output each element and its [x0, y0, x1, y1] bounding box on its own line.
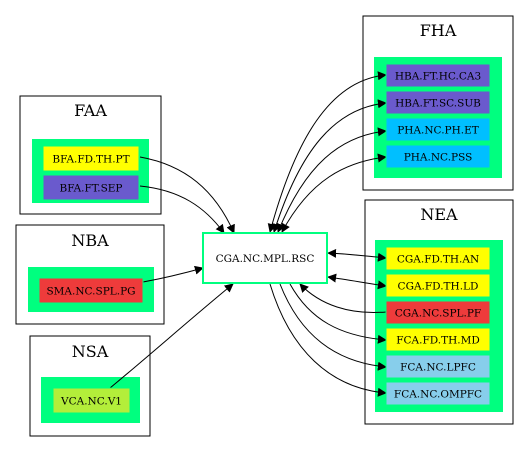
nea-node-box — [385, 273, 491, 298]
cluster-nsa-title: NSA — [72, 342, 109, 361]
nba-node-label: SMA.NC.SPL.PG — [46, 286, 135, 298]
nba-nodes: SMA.NC.SPL.PG — [38, 277, 144, 304]
faa-nodes: BFA.FD.TH.PT BFA.FT.SEP — [42, 145, 140, 201]
edge-vca-nc-v1-to-center — [109, 283, 234, 389]
fha-node[interactable]: HBA.FT.SC.SUB — [385, 90, 491, 115]
nea-node-label: FCA.FD.TH.MD — [396, 335, 480, 347]
nea-node-label: FCA.NC.OMPFC — [394, 389, 482, 401]
fha-node-label: PHA.NC.PSS — [404, 152, 473, 164]
faa-node[interactable]: BFA.FT.SEP — [42, 174, 140, 201]
fha-node[interactable]: PHA.NC.PH.ET — [385, 117, 491, 142]
fha-node-label: HBA.FT.HC.CA3 — [395, 71, 481, 83]
edge-center-pha-nc-pss — [281, 153, 387, 233]
edge-bfa-ft-sep-to-center — [139, 185, 225, 234]
faa-node-label: BFA.FT.SEP — [59, 183, 122, 195]
faa-node-label: BFA.FD.TH.PT — [52, 154, 129, 166]
edge-center-to-fca-fd-th-md — [289, 283, 387, 344]
edge-bfa-fd-th-pt-to-center — [139, 156, 235, 234]
edge-sma-nc-spl-pg-to-center — [142, 265, 204, 283]
nea-node[interactable]: FCA.FD.TH.MD — [385, 327, 491, 352]
nea-node-box — [385, 300, 491, 325]
nsa-node[interactable]: VCA.NC.V1 — [52, 387, 131, 414]
nea-node[interactable]: FCA.NC.OMPFC — [385, 381, 491, 406]
fha-node-box — [385, 117, 491, 142]
faa-node-box — [42, 145, 140, 172]
edge-center-to-fca-nc-lpfc — [279, 283, 387, 371]
cluster-nea-title: NEA — [420, 205, 458, 224]
fha-node-label: PHA.NC.PH.ET — [397, 125, 479, 137]
edges — [109, 71, 387, 397]
edge-center-cga-fd-th-an — [327, 248, 387, 262]
cluster-nba-title: NBA — [71, 231, 109, 250]
nea-node-label: CGA.FD.TH.LD — [398, 281, 479, 293]
edge-center-cga-fd-th-ld — [327, 273, 387, 290]
fha-node-box — [385, 90, 491, 115]
edge-cga-nc-spl-pf-to-center — [299, 283, 387, 314]
nea-node-box — [385, 246, 491, 271]
nea-node[interactable]: CGA.FD.TH.AN — [385, 246, 491, 271]
nea-node-label: CGA.FD.TH.AN — [397, 254, 479, 266]
nea-node[interactable]: CGA.FD.TH.LD — [385, 273, 491, 298]
fha-node[interactable]: HBA.FT.HC.CA3 — [385, 63, 491, 88]
fha-node[interactable]: PHA.NC.PSS — [385, 144, 491, 169]
center-node-label: CGA.NC.MPL.RSC — [216, 253, 315, 265]
fha-node-label: HBA.FT.SC.SUB — [395, 98, 481, 110]
nea-nodes: CGA.FD.TH.AN CGA.FD.TH.LD CGA.NC.SPL.PF FCA… — [385, 246, 491, 406]
nea-node-label: FCA.NC.LPFC — [400, 362, 476, 374]
nsa-node-box — [52, 387, 131, 414]
nea-node[interactable]: CGA.NC.SPL.PF — [385, 300, 491, 325]
fha-node-box — [385, 144, 491, 169]
nsa-nodes: VCA.NC.V1 — [52, 387, 131, 414]
nba-node[interactable]: SMA.NC.SPL.PG — [38, 277, 144, 304]
cluster-nba: NBA — [15, 224, 165, 325]
nea-node-box — [385, 327, 491, 352]
faa-node-box — [42, 174, 140, 201]
nsa-node-label: VCA.NC.V1 — [60, 396, 122, 408]
nea-node-box — [385, 354, 491, 379]
faa-node[interactable]: BFA.FD.TH.PT — [42, 145, 140, 172]
fha-node-box — [385, 63, 491, 88]
cluster-nsa: NSA — [29, 335, 151, 437]
center-node[interactable]: CGA.NC.MPL.RSC — [202, 232, 328, 284]
edge-center-to-fca-nc-ompfc — [269, 283, 387, 397]
nba-node-box — [38, 277, 144, 304]
cluster-faa-title: FAA — [74, 101, 107, 120]
cluster-fha-title: FHA — [420, 21, 457, 40]
nea-node-box — [385, 381, 491, 406]
nea-node-label: CGA.NC.SPL.PF — [395, 308, 481, 320]
nea-node[interactable]: FCA.NC.LPFC — [385, 354, 491, 379]
